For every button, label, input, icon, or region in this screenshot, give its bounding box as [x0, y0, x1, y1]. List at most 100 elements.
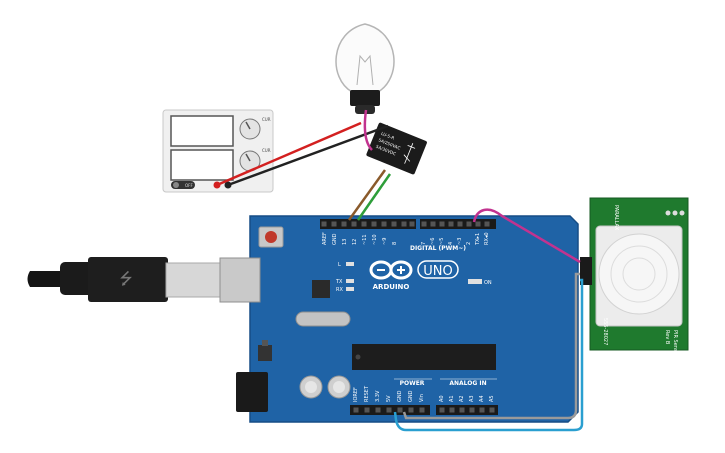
led-on [468, 279, 482, 284]
voltage-regulator [258, 345, 272, 361]
pir-part-text: 555-28027 [602, 318, 608, 345]
power-jack [236, 372, 268, 412]
knob-bottom-label: CUR [262, 148, 271, 153]
pin-label: ~9 [382, 238, 388, 245]
pin-label: A1 [449, 395, 455, 402]
pin-label: A2 [459, 395, 465, 402]
header-pin[interactable] [397, 407, 403, 413]
digital-header-left [320, 219, 416, 229]
pir-sensor: PARALLAX PIR Sensor Rev B 555-28027 [580, 197, 689, 358]
atmega-chip [352, 344, 496, 370]
header-pin[interactable] [439, 221, 445, 227]
usb-b-socket [219, 257, 261, 303]
crystal-oscillator [295, 311, 351, 327]
header-pin[interactable] [331, 221, 337, 227]
analog-header [436, 405, 498, 415]
led-rx-label: RX [336, 287, 343, 293]
header-pin[interactable] [419, 407, 425, 413]
pin-label: GND [332, 233, 338, 245]
pin-label: 13 [342, 239, 348, 245]
header-pin[interactable] [430, 221, 436, 227]
relay: LU-5-R 5A/250VAC 5A/30VDC [366, 122, 427, 175]
header-pin[interactable] [351, 221, 357, 227]
header-pin[interactable] [479, 407, 485, 413]
header-pin[interactable] [408, 407, 414, 413]
pin-label: Vin [419, 394, 425, 402]
pin-label: A5 [489, 395, 495, 402]
pin-label: TX▸1 [475, 233, 481, 246]
analog-pin-holes [439, 407, 495, 413]
relay-body [366, 122, 427, 175]
wire-pir-vcc [393, 278, 584, 432]
header-pin[interactable] [484, 221, 490, 227]
led-on-label: ON [484, 280, 492, 286]
header-pin[interactable] [409, 221, 415, 227]
header-pin[interactable] [386, 407, 392, 413]
wire-green [356, 173, 392, 221]
reset-button-cap[interactable] [265, 231, 277, 243]
header-pin[interactable] [361, 221, 367, 227]
pir-brand-text: PARALLAX [613, 205, 619, 231]
led-tx-label: TX [335, 279, 343, 285]
header-pin[interactable] [353, 407, 359, 413]
wire-pir-gnd [402, 272, 580, 420]
header-pin[interactable] [449, 407, 455, 413]
pin-label: ~11 [362, 234, 368, 245]
uno-badge [417, 260, 459, 279]
bulb-glass [335, 23, 395, 93]
wire-black [227, 124, 389, 187]
pin-label: ~6 [430, 238, 436, 245]
led-rx [346, 287, 354, 291]
header-pin[interactable] [457, 221, 463, 227]
pin-label: 2 [466, 242, 472, 245]
usb-plug-metal [165, 262, 223, 298]
pin-label: 7 [421, 242, 427, 245]
pir-name-text: PIR Sensor [672, 330, 678, 358]
relay-symbol [403, 143, 416, 164]
pin-label: AREF [322, 232, 328, 245]
power-pin-holes [353, 407, 425, 413]
pin-label: ~10 [372, 234, 378, 245]
header-pin[interactable] [469, 407, 475, 413]
relay-model-text: LU-5-R [380, 131, 395, 141]
header-pin[interactable] [381, 221, 387, 227]
bulb-filament [356, 54, 374, 86]
header-pin[interactable] [448, 221, 454, 227]
led-l [346, 262, 354, 266]
header-pin[interactable] [375, 407, 381, 413]
pir-header [580, 257, 592, 285]
pin-label: GND [408, 390, 414, 402]
header-pin[interactable] [466, 221, 472, 227]
usb-plug-body [88, 257, 168, 302]
board-pcb [249, 215, 579, 423]
header-pin[interactable] [489, 407, 495, 413]
arduino-uno-board: L TX RX ON ARDUINO UNO DIGITAL (PWM~) PO… [219, 215, 579, 423]
light-bulb [335, 23, 395, 114]
header-pin[interactable] [391, 221, 397, 227]
wire-red [216, 121, 362, 187]
pin-label: ~3 [457, 238, 463, 245]
power-pin-labels: IOREF RESET 3.3V 5V GND GND Vin [353, 385, 425, 402]
header-pin[interactable] [475, 221, 481, 227]
header-pin[interactable] [439, 407, 445, 413]
pin-label: IOREF [353, 387, 359, 402]
pin-label: A3 [469, 395, 475, 402]
header-pin[interactable] [421, 221, 427, 227]
pin-label: 8 [392, 242, 398, 245]
led-tx [346, 279, 354, 283]
header-pin[interactable] [341, 221, 347, 227]
pin-label: 5V [386, 395, 392, 402]
header-pin[interactable] [371, 221, 377, 227]
usb-cable-end [27, 271, 70, 287]
digital-pin-labels: AREF GND 13 12 ~11 ~10 ~9 8 7 ~6 ~5 4 ~3… [322, 232, 490, 246]
power-header-label: POWER [400, 380, 425, 387]
voltage-display [170, 115, 234, 147]
header-pin[interactable] [401, 221, 407, 227]
header-pin[interactable] [459, 407, 465, 413]
digital-header-label: DIGITAL (PWM~) [410, 245, 466, 252]
wire-pir-signal [472, 208, 581, 264]
header-pin[interactable] [321, 221, 327, 227]
power-switch-label: OFF [185, 183, 193, 188]
current-display [170, 149, 234, 181]
header-pin[interactable] [364, 407, 370, 413]
